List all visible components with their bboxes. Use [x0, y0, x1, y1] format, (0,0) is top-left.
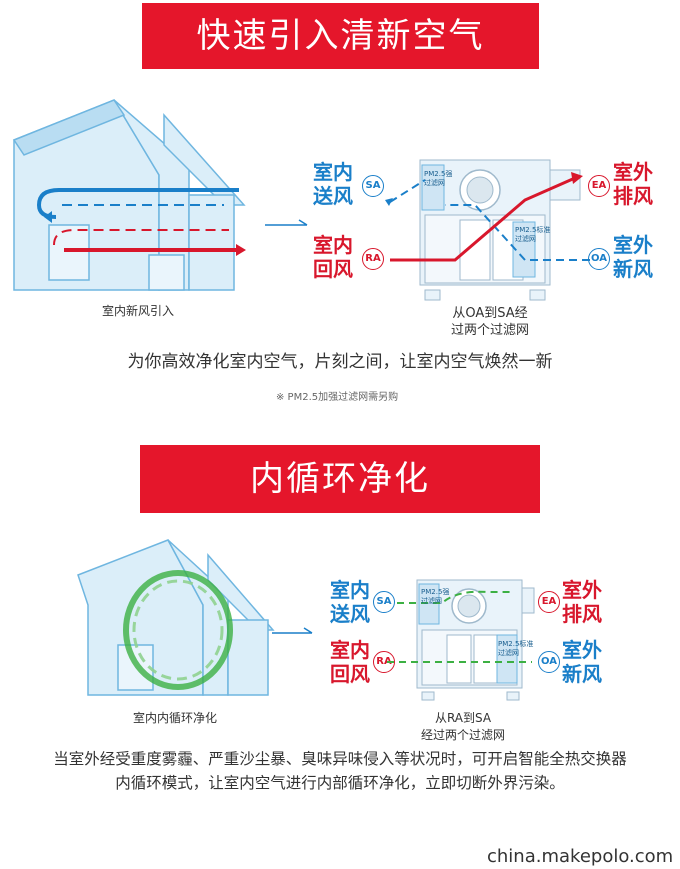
- section2-oa-label: 室外 新风: [562, 638, 602, 686]
- section1-heat-exchanger-diagram: [385, 159, 590, 301]
- section1-oa-badge: OA: [588, 248, 610, 270]
- section1-sa-badge: SA: [362, 175, 384, 197]
- house-fresh-air-illustration: [12, 99, 246, 291]
- house-internal-circulation-illustration: [77, 539, 275, 696]
- section1-ra-badge: RA: [362, 248, 384, 270]
- section2-ea-badge: EA: [538, 591, 560, 613]
- section2-description-line1: 当室外经受重度雾霾、严重沙尘暴、臭味异味侵入等状况时，可开启智能全热交换器: [53, 750, 627, 768]
- section1-description: 为你高效净化室内空气，片刻之间，让室内空气焕然一新: [127, 352, 553, 372]
- section1-house-caption: 室内新风引入: [101, 304, 174, 318]
- section2-title-banner: 内循环净化: [140, 445, 540, 513]
- section1-filter-bottom-label: PM2.5标准 过滤网: [515, 226, 551, 243]
- section2-transition-arrow: [272, 627, 313, 634]
- section2-house-caption: 室内内循环净化: [132, 711, 217, 725]
- section2-oa-badge: OA: [538, 651, 560, 673]
- section2-filter-top-label: PM2.5强 过滤网: [421, 588, 450, 605]
- section1-ea-badge: EA: [588, 175, 610, 197]
- section1-title-banner: 快速引入清新空气: [142, 3, 539, 69]
- section1-filter-top-label: PM2.5强 过滤网: [424, 170, 453, 187]
- section1-footnote: ※ PM2.5加强过滤网需另购: [276, 392, 399, 403]
- section2-description-line2: 内循环模式，让室内空气进行内部循环净化，立即切断外界污染。: [115, 774, 565, 792]
- section1-transition-arrow: [265, 219, 308, 226]
- section2-ea-label: 室外 排风: [562, 578, 602, 626]
- section1-sa-label: 室内 送风: [313, 160, 353, 208]
- section1-ea-label: 室外 排风: [613, 160, 653, 208]
- section2-sa-badge: SA: [373, 591, 395, 613]
- section1-ra-label: 室内 回风: [313, 233, 353, 281]
- section2-heat-exchanger-diagram: [387, 579, 535, 701]
- section1-oa-label: 室外 新风: [613, 233, 653, 281]
- section2-ra-badge: RA: [373, 651, 395, 673]
- watermark: china.makepolo.com: [487, 846, 674, 867]
- section1-path-caption: 从OA到SA经 过两个过滤网: [450, 306, 529, 338]
- section2-ra-label: 室内 回风: [330, 638, 370, 686]
- section2-sa-label: 室内 送风: [330, 578, 370, 626]
- section2-path-caption: 从RA到SA 经过两个过滤网: [420, 711, 505, 742]
- section2-filter-bottom-label: PM2.5标准 过滤网: [498, 640, 534, 657]
